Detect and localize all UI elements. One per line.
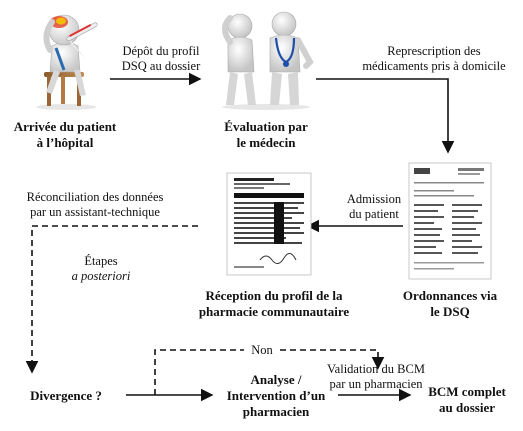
edge-represcription-line2: médicaments pris à domicile — [362, 59, 506, 73]
edge-represcription-label: Represcription des médicaments pris à do… — [348, 44, 520, 74]
node-patient-arrival-line1: Arrivée du patient — [13, 119, 117, 134]
edge-validation-label: Validation du BCM par un pharmacien — [318, 362, 434, 392]
node-analysis: Analyse / Intervention d’un pharmacien — [214, 372, 338, 420]
edge-admission-line2: du patient — [349, 207, 399, 221]
node-patient-arrival: Arrivée du patient à l’hôpital — [4, 119, 126, 151]
node-divergence: Divergence ? — [4, 388, 128, 404]
node-pharmacy-profile-line1: Réception du profil de la — [205, 288, 343, 303]
node-bcm-complete: BCM complet au dossier — [412, 384, 522, 416]
edge-reconciliation-label: Réconciliation des données par un assist… — [2, 190, 188, 220]
node-patient-arrival-line2: à l’hôpital — [36, 135, 94, 150]
edge-non-text: Non — [251, 343, 273, 357]
node-bcm-line2: au dossier — [439, 400, 495, 415]
node-prescriptions-line1: Ordonnances via — [402, 288, 498, 303]
edge-reconciliation-line1: Réconciliation des données — [26, 190, 164, 204]
pharmacy-profile-document-icon — [226, 172, 312, 276]
edge-represcription-line1: Represcription des — [387, 44, 481, 58]
node-divergence-text: Divergence ? — [30, 388, 102, 403]
edge-reconciliation-line2: par un assistant-technique — [30, 205, 160, 219]
arrow-non-dashed — [154, 349, 385, 395]
edge-validation-line1: Validation du BCM — [327, 362, 425, 376]
prescription-document-icon — [408, 162, 492, 280]
edge-validation-line2: par un pharmacien — [329, 377, 423, 391]
node-analysis-line3: pharmacien — [242, 404, 310, 419]
edge-non-label: Non — [244, 343, 280, 358]
node-doctor-evaluation-line1: Évaluation par — [224, 119, 308, 134]
edge-dsq-deposit-line1: Dépôt du profil — [122, 44, 200, 58]
node-pharmacy-profile-line2: pharmacie communautaire — [198, 304, 350, 319]
node-pharmacy-profile: Réception du profil de la pharmacie comm… — [176, 288, 372, 320]
node-doctor-evaluation-line2: le médecin — [236, 135, 296, 150]
node-prescriptions-dsq: Ordonnances via le DSQ — [390, 288, 510, 320]
edge-admission-line1: Admission — [346, 192, 402, 206]
node-analysis-line1: Analyse / — [250, 372, 302, 387]
edge-dsq-deposit-line2: DSQ au dossier — [121, 59, 201, 73]
node-prescriptions-line2: le DSQ — [430, 304, 470, 319]
edge-posteriori-line1: Étapes — [84, 254, 118, 268]
doctor-stethoscope-icon — [222, 11, 314, 110]
arrow-represcription — [316, 78, 455, 154]
edge-posteriori-line2: a posteriori — [71, 269, 131, 283]
node-analysis-line2: Intervention d’un — [226, 388, 326, 403]
edge-dsq-deposit-label: Dépôt du profil DSQ au dossier — [106, 44, 216, 74]
node-bcm-line1: BCM complet — [428, 384, 506, 399]
edge-admission-label: Admission du patient — [334, 192, 414, 222]
node-doctor-evaluation: Évaluation par le médecin — [208, 119, 324, 151]
edge-posteriori-label: Étapes a posteriori — [56, 254, 146, 284]
arrow-reconciliation-dashed — [25, 225, 198, 374]
patient-thermometer-icon — [36, 14, 98, 110]
